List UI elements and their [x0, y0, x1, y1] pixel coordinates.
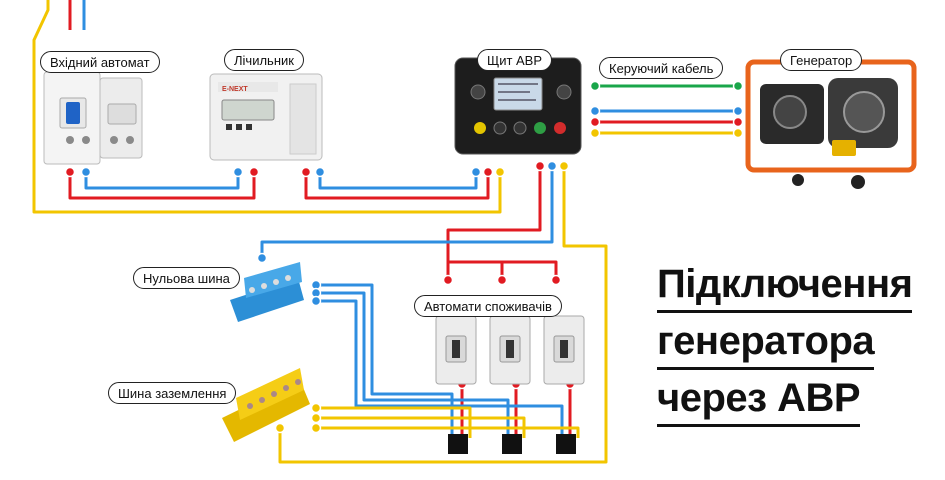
meter-label: Лічильник — [224, 49, 304, 71]
consumer-breakers — [435, 315, 585, 385]
meter-brand-text: E-NEXT — [222, 86, 248, 93]
electricity-meter: E-NEXT — [209, 73, 323, 161]
ats-controller — [454, 57, 582, 155]
meter-to-ats-phase — [304, 172, 490, 200]
neutral-bus-label: Нульова шина — [133, 267, 240, 289]
generator-label: Генератор — [780, 49, 863, 71]
consumer-breaker-1 — [435, 315, 477, 385]
ats-out-neutral — [260, 168, 554, 258]
mains-ground-wire — [32, 0, 502, 214]
title-line-3: через АВР — [657, 372, 861, 427]
input-breaker-label: Вхідний автомат — [40, 51, 160, 73]
load-phase-wires — [460, 384, 572, 438]
loads — [448, 434, 576, 454]
control-cable-label: Керуючий кабель — [599, 57, 724, 79]
diagram-title: Підключення генератора через АВР — [657, 258, 913, 429]
load-2 — [502, 434, 522, 454]
ats-panel-label: Щит АВР — [477, 49, 553, 71]
breaker-to-meter-phase — [68, 172, 256, 200]
consumer-breaker-3 — [543, 315, 585, 385]
neutral-bus — [230, 262, 304, 322]
ground-bus-label: Шина заземлення — [108, 382, 237, 404]
breaker-to-meter-neutral — [84, 172, 240, 190]
neutral-to-load-2 — [316, 291, 510, 438]
ground-to-load-2 — [316, 416, 526, 438]
load-1 — [448, 434, 468, 454]
meter-to-ats-neutral — [318, 172, 478, 190]
ground-to-load-1 — [316, 406, 472, 438]
neutral-to-load-3 — [316, 299, 564, 438]
generator — [745, 59, 917, 189]
ats-out-phase — [446, 168, 558, 280]
consumer-breakers-label: Автомати споживачів — [414, 295, 562, 317]
ats-out-ground — [278, 168, 608, 464]
title-line-1: Підключення — [657, 258, 913, 313]
title-line-2: генератора — [657, 315, 875, 370]
consumer-breaker-2 — [489, 315, 531, 385]
input-breaker — [43, 71, 143, 165]
ground-bus — [222, 368, 310, 442]
load-3 — [556, 434, 576, 454]
ground-to-load-3 — [316, 426, 580, 438]
